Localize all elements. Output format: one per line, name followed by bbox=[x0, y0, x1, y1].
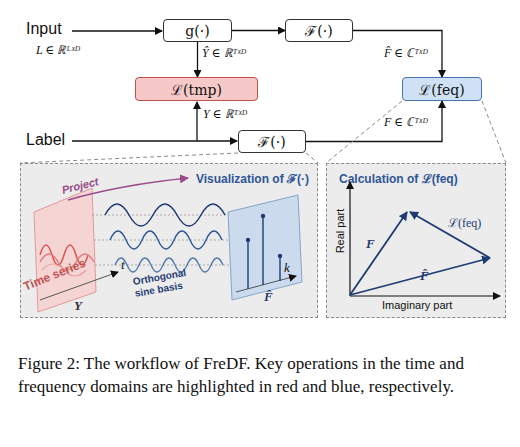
label-branch-wire bbox=[196, 102, 197, 141]
zoom-line bbox=[326, 101, 506, 163]
spectrum-stem bbox=[262, 216, 263, 285]
real-axis bbox=[349, 182, 350, 296]
label-label: Label bbox=[26, 131, 65, 149]
node-text: g(·) bbox=[185, 23, 209, 39]
axis-label: t bbox=[121, 257, 125, 273]
loss-box: ℒ(tmp) bbox=[135, 77, 258, 101]
math-label: Y ∈ ℝᵀˣᴰ bbox=[203, 105, 247, 122]
spectrum-dot bbox=[246, 238, 250, 242]
vector-label: F bbox=[366, 236, 375, 252]
math-label: L ∈ ℝᴸˣᴰ bbox=[36, 41, 80, 58]
spectrum-stem bbox=[279, 256, 280, 281]
label-wire bbox=[72, 140, 237, 141]
function-box: ℱ(·) bbox=[285, 19, 353, 42]
flow-arrow bbox=[232, 30, 285, 31]
node-text: ℒ(feq) bbox=[419, 80, 464, 99]
frequency-plane bbox=[228, 195, 302, 300]
spectrum-stem bbox=[247, 240, 248, 289]
math-label: F ∈ ℂᵀˣᴰ bbox=[384, 113, 428, 130]
panel-title: Visualization of ℱ(·) bbox=[196, 170, 309, 187]
variable-label: Y bbox=[74, 298, 82, 314]
spectrum-label: F̂ bbox=[264, 289, 273, 305]
node-text: ℱ(·) bbox=[305, 21, 332, 40]
function-box: g(·) bbox=[163, 19, 232, 42]
vector-label: F̂ bbox=[420, 268, 429, 284]
flow-arrow bbox=[353, 31, 442, 78]
axis-label: Real part bbox=[334, 201, 346, 261]
spectrum-dot bbox=[278, 254, 282, 258]
axis-label: Imaginary part bbox=[382, 299, 452, 311]
axis-label: k bbox=[284, 260, 290, 276]
node-text: ℒ(tmp) bbox=[171, 80, 222, 99]
panel-title: Calculation of ℒ(feq) bbox=[339, 170, 458, 187]
math-label: F̂ ∈ ℂᵀˣᴰ bbox=[384, 44, 428, 61]
zoom-line bbox=[20, 153, 318, 163]
guide-line bbox=[92, 215, 230, 216]
spectrum-dot bbox=[261, 214, 265, 218]
figure-caption: Figure 2: The workflow of FreDF. Key ope… bbox=[18, 352, 496, 398]
function-box: ℱ(·) bbox=[238, 130, 306, 153]
node-text: ℱ(·) bbox=[258, 132, 285, 151]
imaginary-axis bbox=[350, 295, 500, 296]
loss-label: ℒ(feq) bbox=[448, 214, 481, 231]
math-label: Ŷ ∈ ℝᵀˣᴰ bbox=[202, 44, 246, 61]
flow-arrow bbox=[306, 101, 442, 142]
flow-arrow bbox=[197, 42, 198, 77]
input-label: Input bbox=[26, 20, 62, 38]
loss-box: ℒ(feq) bbox=[402, 77, 482, 101]
guide-line bbox=[94, 240, 231, 241]
input-wire bbox=[72, 30, 162, 31]
